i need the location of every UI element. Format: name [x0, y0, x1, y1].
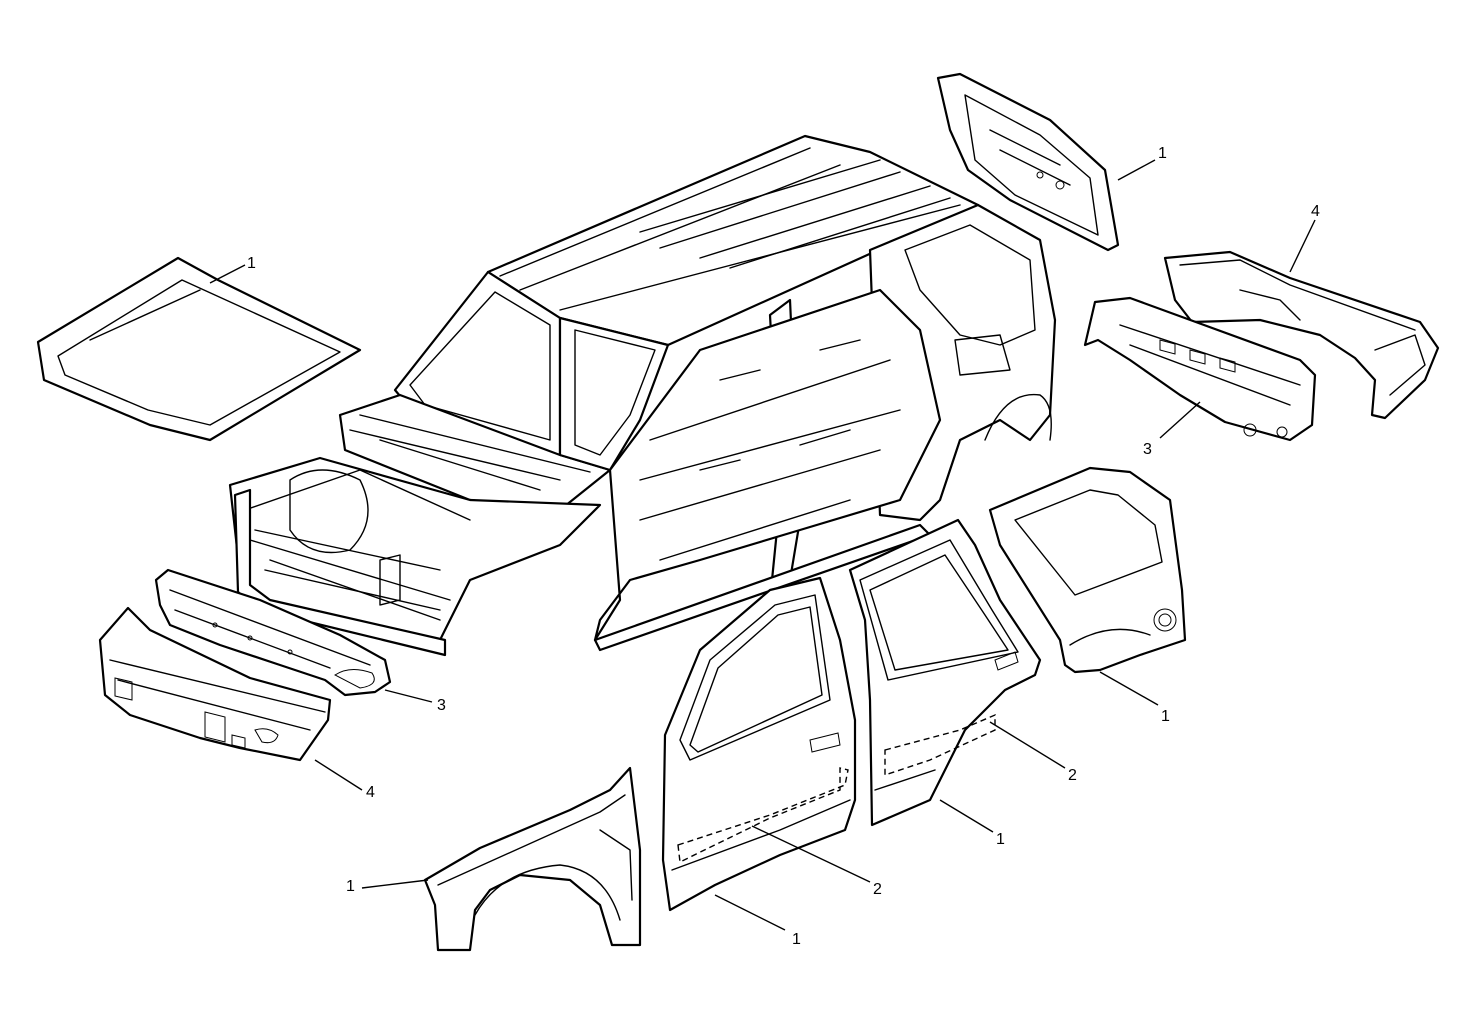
rear-impact-bar	[1083, 296, 1317, 442]
rear-impact-bar-leader	[1159, 401, 1201, 439]
rear-fascia	[1163, 250, 1440, 420]
liftgate	[936, 72, 1120, 252]
front-fascia-leader	[314, 759, 363, 791]
front-impact-bar-leader	[384, 689, 433, 703]
liftgate-leader	[1117, 159, 1156, 181]
front-fascia-callout: 4	[366, 784, 375, 801]
rear-door-reinforcement-leader	[989, 721, 1066, 769]
rear-fascia-callout: 4	[1311, 203, 1320, 220]
rear-impact-bar-callout: 3	[1143, 441, 1152, 458]
rear-quarter-panel-callout: 1	[1161, 708, 1170, 725]
front-fender	[423, 766, 642, 952]
rear-quarter-panel-leader	[1099, 671, 1159, 706]
front-door-reinforcement-callout: 2	[873, 881, 882, 898]
rear-door-reinforcement-callout: 2	[1068, 767, 1077, 784]
front-fender-leader	[361, 879, 429, 889]
rear-door	[848, 518, 1042, 827]
front-door	[661, 576, 857, 912]
front-fender-callout: 1	[346, 878, 355, 895]
body-shell	[228, 134, 1057, 657]
front-door-callout: 1	[792, 931, 801, 948]
rear-door-callout: 1	[996, 831, 1005, 848]
front-fascia	[98, 606, 332, 762]
front-impact-bar	[154, 568, 392, 697]
rear-fascia-leader	[1289, 219, 1316, 273]
front-impact-bar-callout: 3	[437, 697, 446, 714]
liftgate-callout: 1	[1158, 145, 1167, 162]
rear-quarter-panel	[988, 466, 1187, 674]
front-door-reinforcement-leader	[751, 825, 871, 883]
rear-door-leader	[939, 799, 994, 833]
hood-leader	[209, 264, 246, 284]
front-door-leader	[714, 894, 786, 931]
hood-callout: 1	[247, 255, 256, 272]
hood	[36, 256, 362, 442]
